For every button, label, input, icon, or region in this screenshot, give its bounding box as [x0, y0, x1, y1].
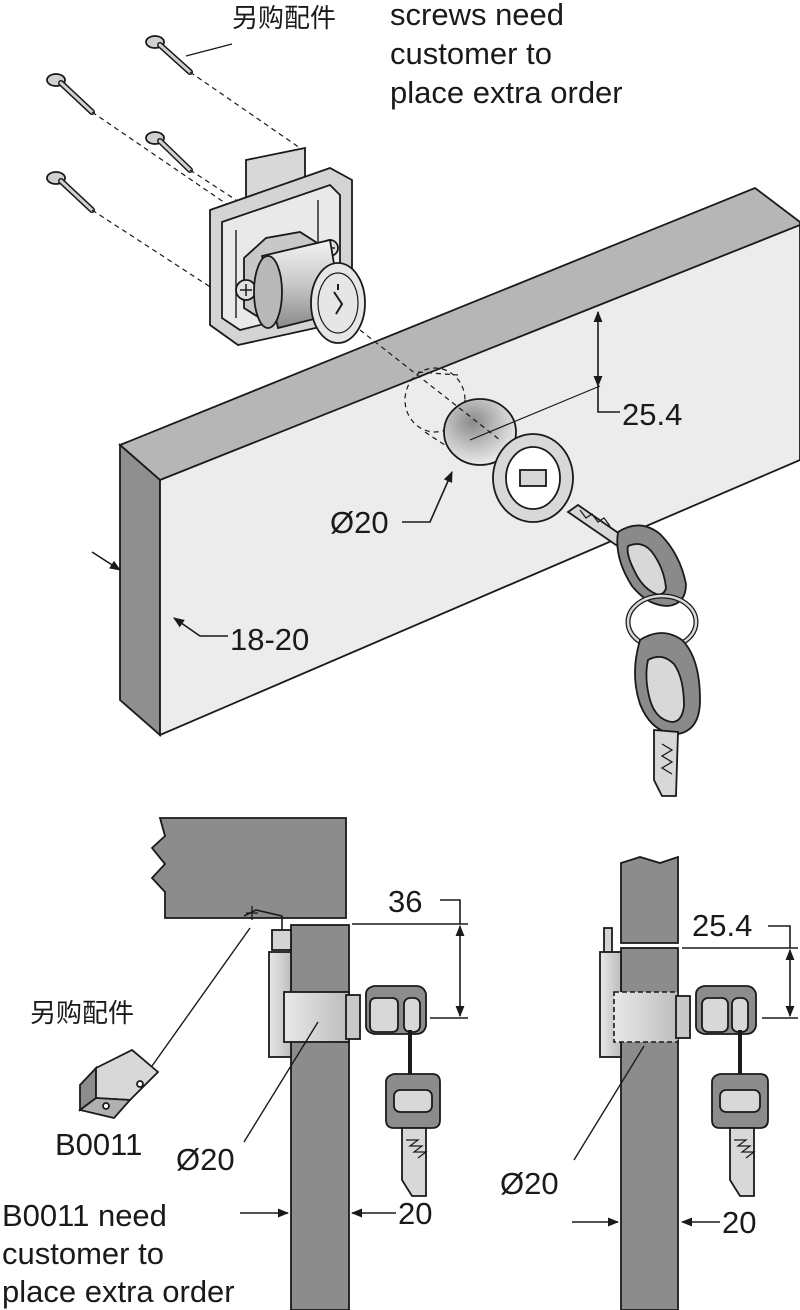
drawer-front-section: [290, 924, 350, 1310]
dim-hole-leader: [402, 470, 453, 523]
key-blade-icon: [653, 729, 679, 797]
screws-note-line1: screws need: [390, 0, 564, 32]
dim-thickness-label: 18-20: [230, 622, 309, 657]
key-head-icon: [634, 632, 701, 735]
screw-icon: [46, 171, 95, 213]
screws-note-cn: 另购配件: [232, 4, 336, 34]
b0011-note-line3: place extra order: [2, 1274, 235, 1309]
right-side-view: [599, 855, 769, 1310]
escutcheon-ring: [492, 433, 574, 523]
dim-hole-label: Ø20: [330, 505, 389, 540]
lock-cylinder-side: [283, 991, 350, 1043]
dim-36: [352, 899, 468, 1019]
key-head-icon: [365, 985, 427, 1035]
screws-leader: [185, 43, 233, 57]
upper-rail-section: [620, 855, 679, 944]
dim-height-label: 25.4: [622, 397, 682, 432]
key-head-icon: [385, 1073, 441, 1129]
dim-25-4-right: [682, 925, 798, 1019]
dim-36-label: 36: [388, 884, 422, 919]
hole-leader-right: [573, 1045, 645, 1161]
panel-board: [118, 186, 800, 737]
key-head-icon: [695, 985, 757, 1035]
screws: [46, 35, 301, 293]
axis-dashed-line: [359, 329, 501, 441]
b0011-note-line1: B0011 need: [2, 1198, 167, 1233]
dim-hole-right-label: Ø20: [500, 1166, 559, 1201]
dim-thickness-right-label: 20: [722, 1205, 756, 1240]
dim-thickness-leader: [91, 551, 228, 637]
accessory-cn-label: 另购配件: [30, 999, 134, 1029]
keyhole-icon: [333, 284, 344, 315]
left-side-view: [77, 817, 441, 1310]
hole-leader-left: [243, 1021, 319, 1143]
screw-icon: [145, 131, 193, 173]
key-blade-icon: [401, 1127, 428, 1197]
lock-cylinder: [253, 238, 366, 344]
accessory-leader: [151, 927, 251, 1067]
panel-front-face: [159, 224, 800, 737]
screws-note-line2: customer to: [390, 36, 552, 71]
panel-side-face: [119, 443, 161, 737]
dim-25-4-right-label: 25.4: [692, 908, 752, 943]
mounting-screw-icon: [235, 279, 257, 301]
hole-opening: [443, 398, 517, 466]
dim-hole-left-label: Ø20: [176, 1142, 235, 1177]
desk-top-section: [150, 817, 347, 919]
key-blade-icon: [729, 1127, 756, 1197]
hole-dashed-cylinder: [404, 367, 466, 456]
cylinder-face: [310, 262, 366, 344]
accessory-code-label: B0011: [55, 1127, 142, 1162]
dim-thickness-left-label: 20: [398, 1196, 432, 1231]
bracket-b0011-icon: [77, 1048, 160, 1119]
b0011-note-line2: customer to: [2, 1236, 164, 1271]
dim-height-25-4: [469, 310, 620, 441]
screws-note-line3: place extra order: [390, 75, 623, 110]
lock-cylinder-side-right: [613, 991, 679, 1043]
key-set: [566, 503, 701, 797]
screw-icon: [46, 73, 95, 115]
screw-icon: [145, 35, 193, 75]
key-head-icon: [616, 524, 687, 607]
key-head-icon: [711, 1073, 769, 1129]
